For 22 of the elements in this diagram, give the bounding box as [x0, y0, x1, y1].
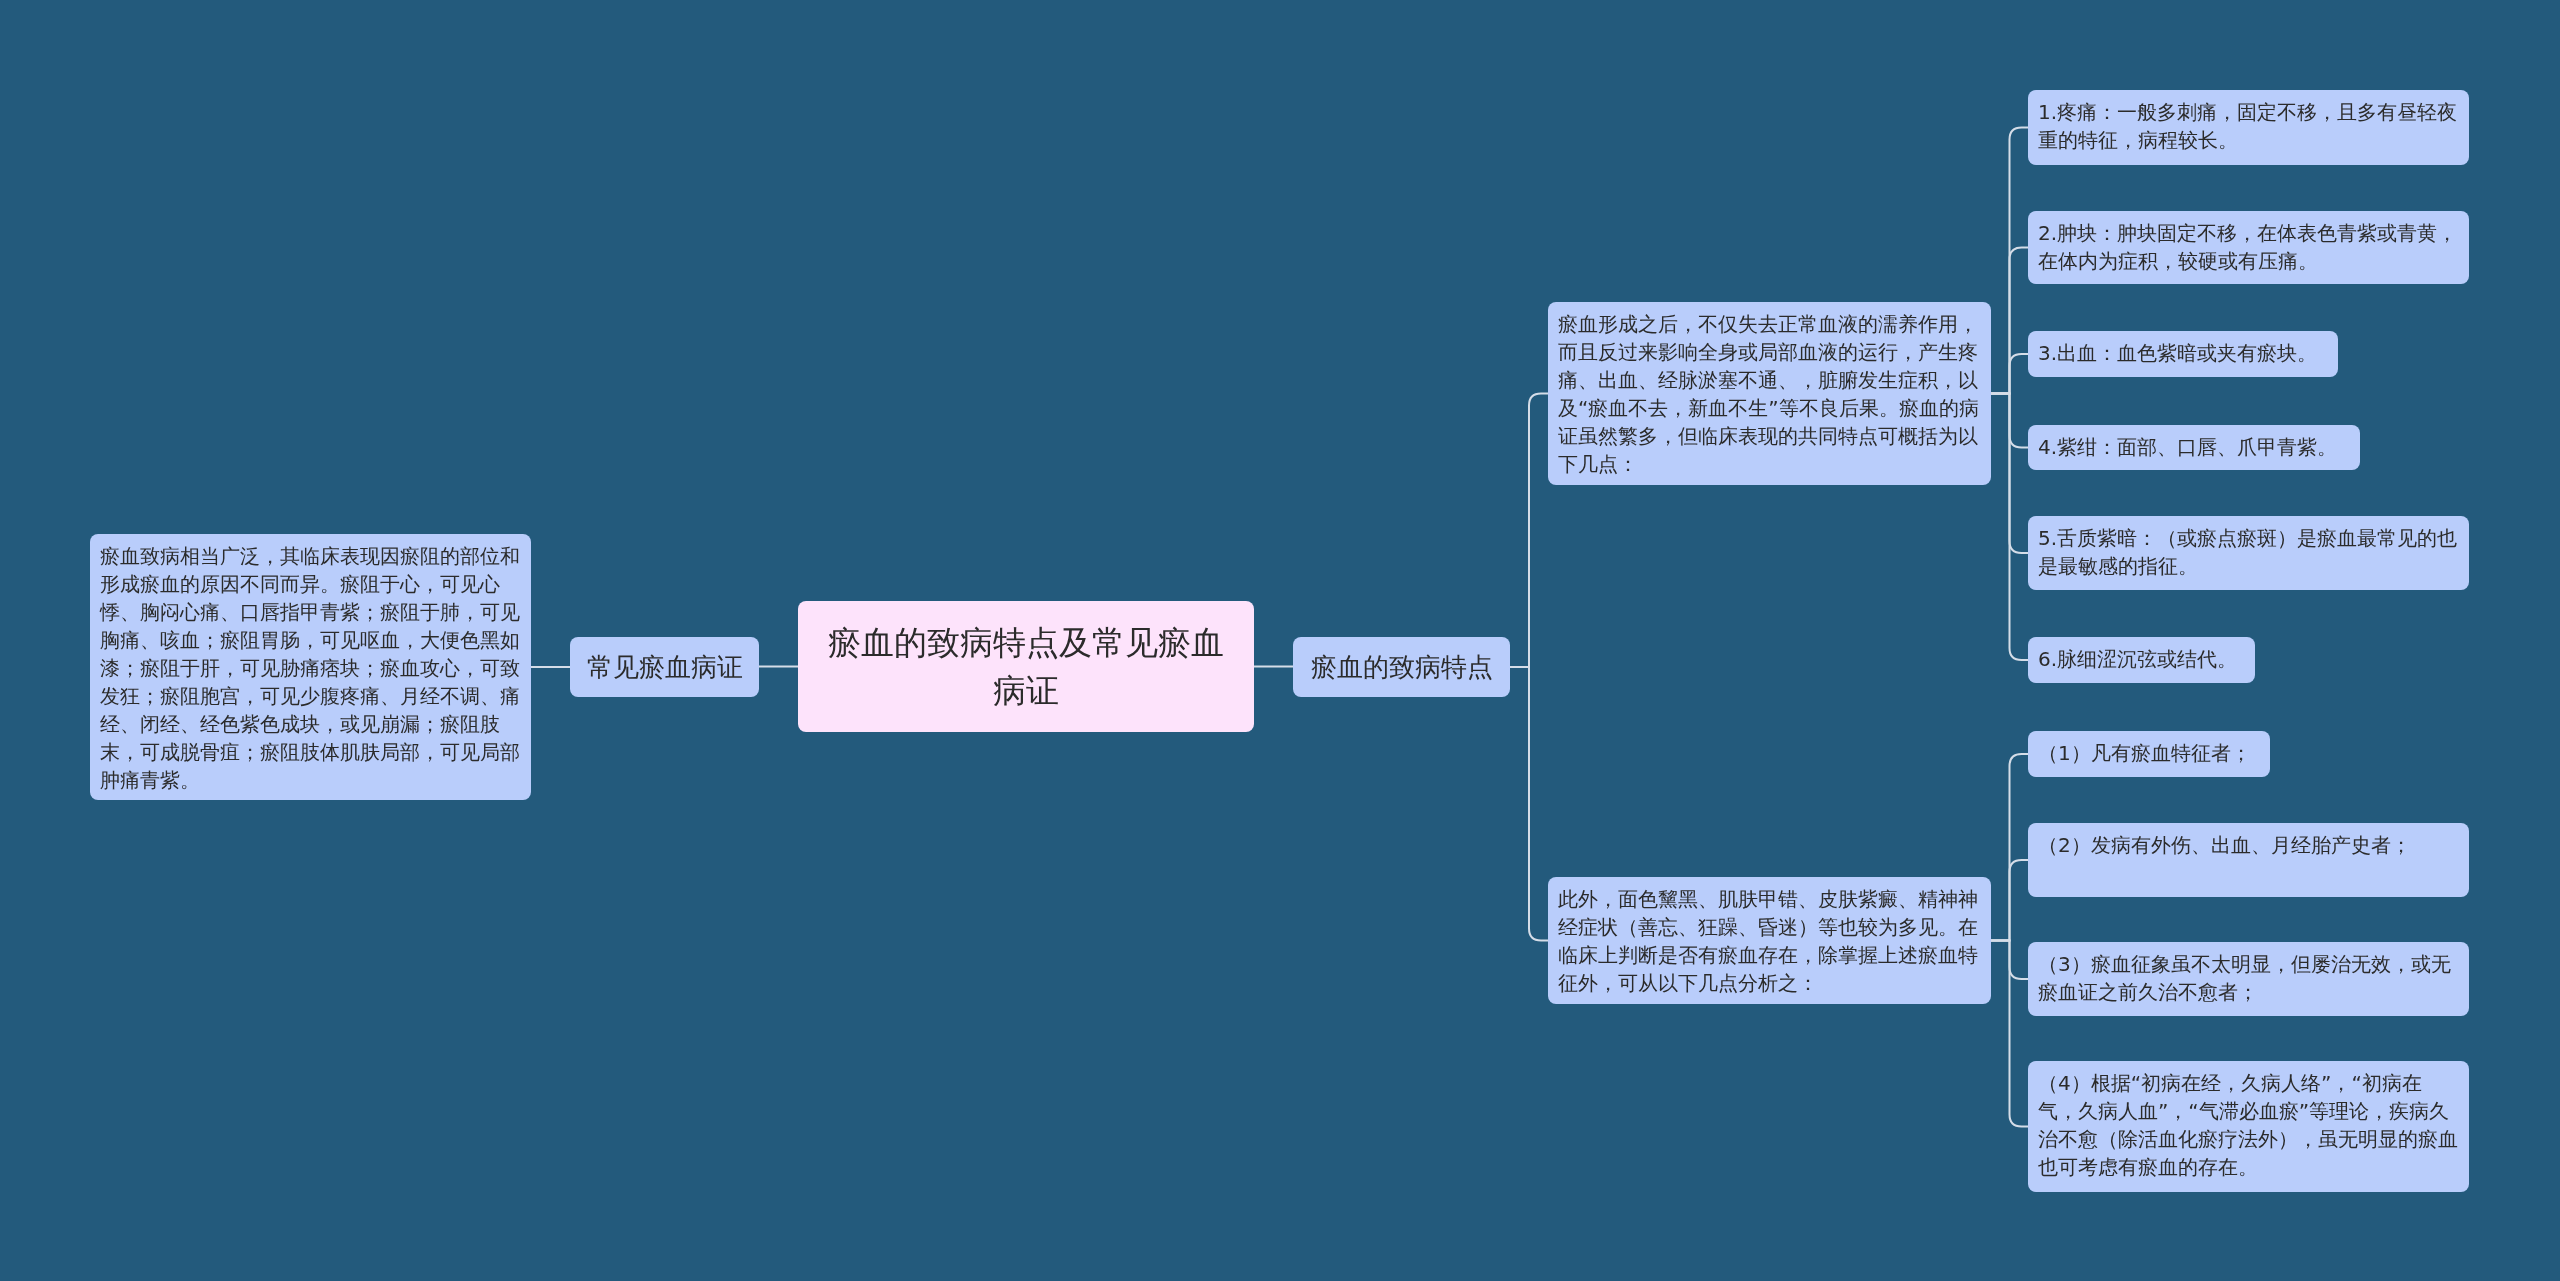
connector-line [530, 666, 571, 668]
connector-line [1990, 392, 2029, 661]
topic-box: 常见瘀血病证 [570, 637, 759, 697]
text-box: 1.疼痛：一般多刺痛，固定不移，且多有昼轻夜重的特征，病程较长。 [2028, 90, 2469, 165]
connector-line [758, 665, 799, 668]
text-box: 2.肿块：肿块固定不移，在体表色青紫或青黄，在体内为症积，较硬或有压痛。 [2028, 211, 2469, 284]
text-box: （2）发病有外伤、出血、月经胎产史者； [2028, 823, 2469, 897]
connector-line [1509, 666, 1549, 942]
text-box: （4）根据“初病在经，久病人络”，“初病在气，久病人血”，“气滞必血瘀”等理论，疾病久治不愈（除活血化瘀疗法外），虽无明显的瘀血也可考虑有瘀血的存在。 [2028, 1061, 2469, 1192]
text-box: 5.舌质紫暗：（或瘀点瘀斑）是瘀血最常见的也是最敏感的指征。 [2028, 516, 2469, 590]
central-topic-box: 瘀血的致病特点及常见瘀血病证 [798, 601, 1254, 732]
text-box: （1）凡有瘀血特征者； [2028, 731, 2270, 777]
text-box: 6.脉细涩沉弦或结代。 [2028, 637, 2255, 683]
text-box: （3）瘀血征象虽不太明显，但屡治无效，或无瘀血证之前久治不愈者； [2028, 942, 2469, 1016]
text-box: 3.出血：血色紫暗或夹有瘀块。 [2028, 331, 2338, 377]
topic-box: 瘀血的致病特点 [1293, 637, 1510, 697]
text-box: 瘀血致病相当广泛，其临床表现因瘀阻的部位和形成瘀血的原因不同而异。瘀阻于心，可见心悸、胸闷心痛、口唇指甲青紫；瘀阻于肺，可见胸痛、咳血；瘀阻胃肠，可见呕血，大便色黑如漆；瘀阻于肝，可见胁痛痞块；瘀血攻心，可致发狂；瘀阻胞宫，可见少腹疼痛、月经不调、痛经、闭经、经色紫色成块，或见崩漏；瘀阻肢末，可成脱骨疽；瘀阻肢体肌肤局部，可见局部肿痛青紫。 [90, 534, 531, 800]
text-box: 4.紫绀：面部、口唇、爪甲青紫。 [2028, 425, 2360, 470]
text-box: 瘀血形成之后，不仅失去正常血液的濡养作用，而且反过来影响全身或局部血液的运行，产生疼痛、出血、经脉淤塞不通、，脏腑发生症积，以及“瘀血不去，新血不生”等不良后果。瘀血的病证虽然繁多，但临床表现的共同特点可概括为以下几点： [1548, 302, 1991, 485]
text-box: 此外，面色黧黑、肌肤甲错、皮肤紫癜、精神神经症状（善忘、狂躁、昏迷）等也较为多见。在临床上判断是否有瘀血存在，除掌握上述瘀血特征外，可从以下几点分析之： [1548, 877, 1991, 1004]
connector-line [1253, 665, 1294, 668]
connector-line [1990, 939, 2029, 1128]
